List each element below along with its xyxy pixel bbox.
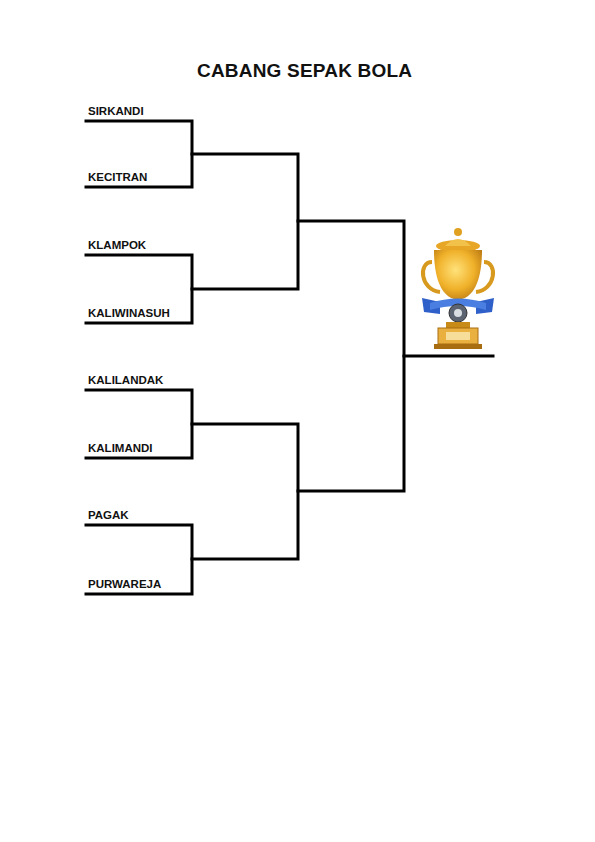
trophy xyxy=(422,228,494,349)
team-name: SIRKANDI xyxy=(88,105,144,117)
team-name: KALILANDAK xyxy=(88,374,163,386)
team-name: KLAMPOK xyxy=(88,239,146,251)
team-name: PURWAREJA xyxy=(88,578,161,590)
team-name: KALIMANDI xyxy=(88,442,153,454)
team-name: KALIWINASUH xyxy=(88,307,170,319)
bracket-title: CABANG SEPAK BOLA xyxy=(197,60,412,82)
team-name: PAGAK xyxy=(88,509,129,521)
team-name: KECITRAN xyxy=(88,171,147,183)
